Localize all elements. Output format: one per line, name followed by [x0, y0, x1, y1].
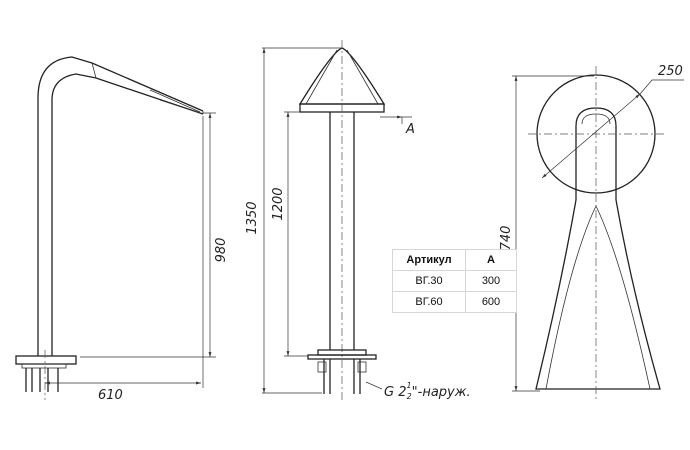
table-cell: 600	[465, 291, 517, 313]
post-inner-contour	[51, 73, 204, 356]
height-extension-lines	[80, 112, 216, 358]
post-outer-contour	[37, 56, 204, 356]
front-base-plate	[307, 354, 377, 360]
front-nut-right	[357, 361, 367, 373]
side-view: 980 610	[15, 56, 229, 403]
rear-height-extension-lines	[512, 75, 594, 392]
total-height-extension-lines	[262, 47, 342, 394]
table-header-row: Артикул A	[392, 249, 517, 271]
table-cell: 300	[465, 270, 517, 292]
rear-height-label: 740	[499, 226, 514, 251]
arm-nozzle-lines	[91, 62, 204, 114]
rear-inner-flare	[545, 205, 651, 390]
base-flange	[15, 355, 77, 365]
pipe-height-extension-lines	[284, 111, 308, 357]
section-a-leader	[401, 116, 412, 124]
front-nut-left	[317, 361, 327, 373]
diameter-label: 250	[658, 64, 683, 79]
diameter-leader	[639, 79, 684, 95]
base-plate	[21, 363, 67, 369]
table-cell: ВГ.60	[392, 291, 466, 313]
diameter-dimension-line	[541, 93, 641, 179]
side-height-label: 980	[214, 238, 229, 263]
table-row: ВГ.30 300	[392, 270, 517, 292]
table-row: ВГ.60 600	[392, 291, 517, 313]
rear-flared-body	[535, 199, 661, 390]
pipe-height-label: 1200	[271, 187, 286, 220]
column-header-article: Артикул	[392, 249, 466, 271]
cap-ridge-lines	[305, 49, 379, 105]
anchor-bolts	[25, 368, 59, 392]
thread-leader	[365, 381, 383, 390]
article-table: Артикул A ВГ.30 300 ВГ.60 600	[392, 249, 517, 313]
front-pipe	[329, 112, 355, 350]
front-anchor-bolts	[323, 359, 361, 394]
table-cell: ВГ.30	[392, 270, 466, 292]
rear-view: 250 740	[499, 64, 684, 400]
side-reach-label: 610	[98, 388, 123, 403]
section-a-label: A	[405, 122, 415, 137]
column-header-a: A	[465, 249, 517, 271]
total-height-label: 1350	[245, 201, 260, 234]
rear-cap-circle	[536, 74, 656, 194]
